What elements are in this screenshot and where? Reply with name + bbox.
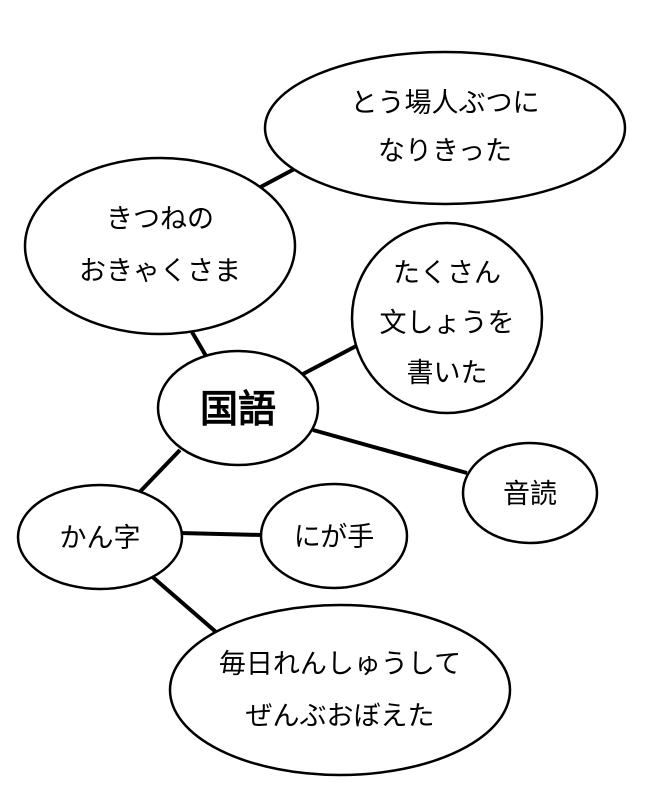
- node-center: 国語: [156, 349, 320, 467]
- svg-text:毎日れんしゅうして: 毎日れんしゅうして: [219, 649, 461, 680]
- svg-text:音読: 音読: [503, 479, 557, 510]
- svg-text:書いた: 書いた: [407, 358, 488, 389]
- node-practice: 毎日れんしゅうして ぜんぶおぼえた: [168, 603, 512, 777]
- svg-text:ぜんぶおぼえた: ぜんぶおぼえた: [246, 701, 435, 732]
- node-character: とう場人ぶつに なりきった: [263, 50, 627, 206]
- connector-kanji-practice: [146, 571, 218, 634]
- svg-text:なりきった: なりきった: [378, 136, 512, 167]
- node-nigate: にが手: [259, 482, 409, 590]
- connector-center-kitsune: [190, 330, 208, 358]
- svg-text:にが手: にが手: [294, 522, 374, 553]
- node-kitsune: きつねの おきゃくさま: [23, 156, 297, 336]
- node-writing: たくさん 文しょうを 書いた: [350, 221, 544, 415]
- connector-kanji-nigate: [179, 531, 263, 537]
- svg-text:国語: 国語: [200, 387, 276, 431]
- svg-text:おきゃくさま: おきゃくさま: [79, 256, 241, 287]
- svg-text:文しょうを: 文しょうを: [380, 308, 515, 339]
- svg-text:たくさん: たくさん: [393, 258, 501, 289]
- node-kanji: かん字: [16, 483, 184, 591]
- svg-text:とう場人ぶつに: とう場人ぶつに: [351, 88, 540, 119]
- svg-text:かん字: かん字: [60, 523, 141, 554]
- connector-center-ondoku: [312, 428, 468, 475]
- svg-text:きつねの: きつねの: [106, 204, 214, 235]
- connector-kitsune-character: [254, 164, 301, 192]
- connector-center-writing: [302, 342, 361, 376]
- node-ondoku: 音読: [461, 441, 599, 545]
